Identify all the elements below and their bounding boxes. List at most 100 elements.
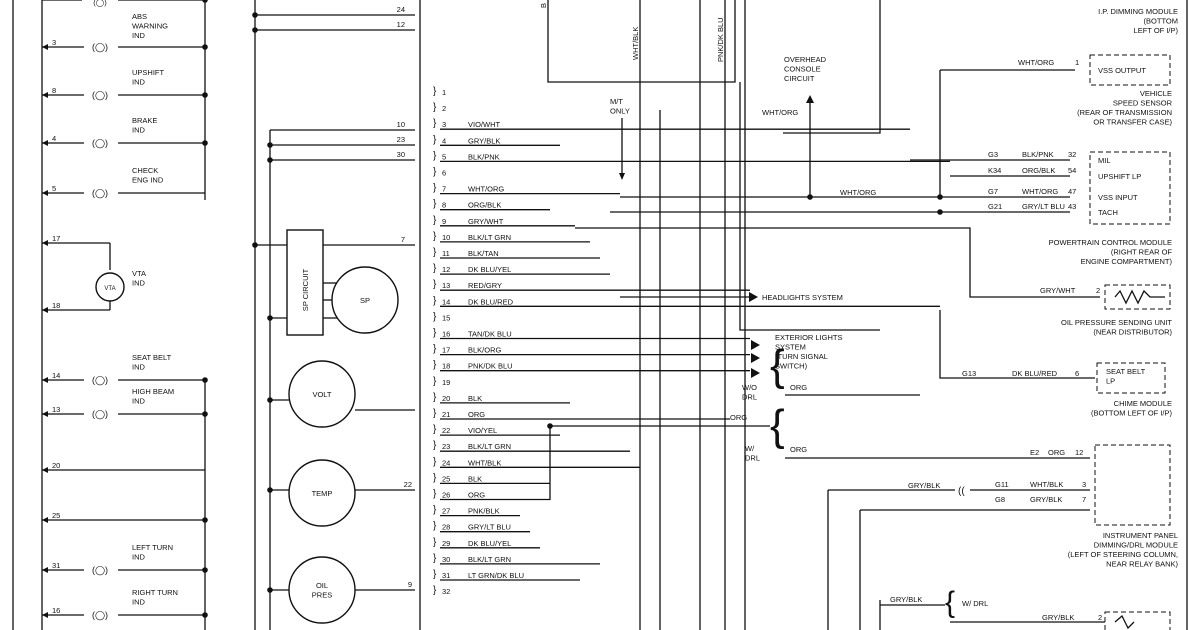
pin-number: 26: [442, 491, 450, 500]
headlights-label: HEADLIGHTS SYSTEM: [762, 293, 843, 302]
pin-number: 22: [442, 426, 450, 435]
arrow-right: [751, 340, 760, 350]
splice-dot: [267, 157, 273, 163]
pcm-connector: G3: [988, 150, 998, 159]
wire-color-label: BLK: [468, 394, 482, 403]
splice-dot: [252, 27, 258, 33]
wire-label: WHT/ORG: [1018, 58, 1054, 67]
splice-dot: [202, 567, 208, 573]
bulb-icon: (◯): [92, 610, 108, 621]
pin-number: 13: [442, 281, 450, 290]
wire-color-label: LT GRN/DK BLU: [468, 571, 524, 580]
wire-color-label: BLK/LT GRN: [468, 442, 511, 451]
splice-dot: [252, 12, 258, 18]
splice-dot: [267, 315, 273, 321]
pin-number: 23: [442, 442, 450, 451]
wire-top-loop: [547, 0, 736, 83]
pin-label: 24: [397, 5, 405, 14]
wire-color-label: BLK/LT GRN: [468, 555, 511, 564]
volt-gauge: [288, 360, 356, 428]
connector-bracket: }: [433, 311, 437, 322]
wire-color-label: GRY/WHT: [468, 217, 504, 226]
connector-bracket: }: [433, 553, 437, 564]
arrow-right: [749, 292, 758, 302]
pin-label: 16: [52, 606, 60, 615]
pin-label: 5: [52, 184, 56, 193]
brace: {: [945, 586, 955, 619]
wire-label: GRY/BLK: [908, 481, 940, 490]
sp-gauge: [331, 266, 399, 334]
wire: [575, 227, 1100, 298]
connector-bracket: }: [433, 585, 437, 596]
pin-number: 16: [442, 330, 450, 339]
brace: {: [770, 341, 785, 390]
connector-bracket: }: [433, 424, 437, 435]
splice-dot: [807, 194, 813, 200]
pin-number: 21: [442, 410, 450, 419]
pin-number: 17: [442, 346, 450, 355]
connector-pin-2: }2: [433, 102, 446, 113]
pin-number: 20: [442, 394, 450, 403]
pcm-pin: 54: [1068, 166, 1076, 175]
pin-number: 2: [442, 104, 446, 113]
drl-label: W/DRL: [745, 444, 760, 463]
splice-dot: [267, 587, 273, 593]
pin-number: 11: [442, 249, 450, 258]
pin-number: 10: [442, 233, 450, 242]
ip-pin: 7: [1082, 495, 1086, 504]
wire-label: ORG: [790, 445, 807, 454]
pin-number: 32: [442, 587, 450, 596]
chime-desc: CHIME MODULE(BOTTOM LEFT OF I/P): [1091, 399, 1172, 418]
wire-label: PNK/DK BLU: [716, 17, 725, 62]
connector-bracket: }: [433, 392, 437, 403]
wire-color-label: ORG: [468, 491, 485, 500]
splice-dot: [202, 411, 208, 417]
connector-bracket: }: [433, 150, 437, 161]
pin-label: 1: [1075, 58, 1079, 67]
pin-number: 4: [442, 136, 446, 145]
oil-sender-box: [1104, 284, 1171, 310]
pcm-label: TACH: [1098, 208, 1118, 217]
pin-label: 2: [1096, 286, 1100, 295]
pin-label: 7: [401, 235, 405, 244]
bulb-icon: (◯): [92, 42, 108, 53]
pin-label: 6: [1075, 369, 1079, 378]
oil-desc: OIL PRESSURE SENDING UNIT(NEAR DISTRIBUT…: [1061, 318, 1172, 337]
ip-wire: GRY/BLK: [1030, 495, 1062, 504]
connector-bracket: }: [433, 183, 437, 194]
connector-bracket: }: [433, 263, 437, 274]
wire-color-label: WHT/ORG: [468, 185, 504, 194]
gauge-label: SP: [360, 296, 370, 305]
splice-dot: [202, 612, 208, 618]
ip-connector: G8: [995, 495, 1005, 504]
splice-dot: [267, 487, 273, 493]
pin-number: 18: [442, 362, 450, 371]
pin-number: 14: [442, 297, 450, 306]
pin-number: 30: [442, 555, 450, 564]
connector-bracket: }: [433, 456, 437, 467]
ip-pin: 3: [1082, 480, 1086, 489]
bottom-box: [1104, 611, 1171, 630]
splice-dot: [202, 0, 208, 3]
